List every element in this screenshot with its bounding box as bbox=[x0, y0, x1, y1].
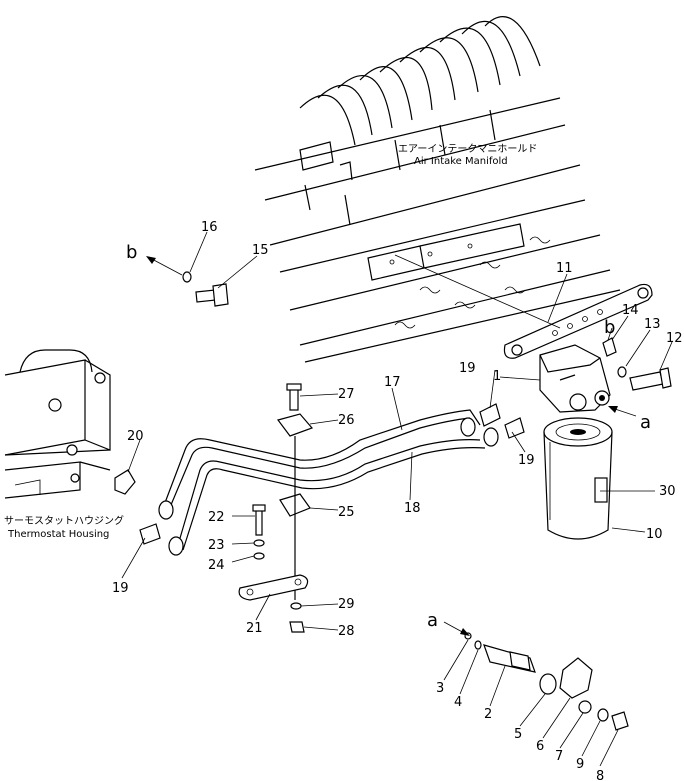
part-number: 25 bbox=[338, 505, 355, 520]
ref-b-left: b bbox=[126, 242, 137, 263]
part-number: 14 bbox=[622, 303, 639, 318]
leader-lines bbox=[121, 231, 673, 767]
ref-a-bottom: a bbox=[427, 610, 438, 631]
leader-bracket-to-manifold bbox=[394, 254, 561, 329]
part-number: 11 bbox=[556, 261, 573, 276]
part-number: 22 bbox=[208, 510, 225, 525]
connector-19-top bbox=[479, 403, 501, 427]
air-intake-manifold bbox=[254, 16, 621, 363]
part-number: 9 bbox=[576, 757, 584, 772]
part-number: 8 bbox=[596, 769, 604, 781]
part-number: 19 bbox=[112, 581, 129, 596]
ref-b-right: b bbox=[604, 317, 615, 338]
thermo-label-en: Thermostat Housing bbox=[7, 529, 109, 540]
part-number: 6 bbox=[536, 739, 544, 754]
connector-19-left bbox=[139, 523, 161, 545]
part-number: 24 bbox=[208, 558, 225, 573]
part-number: 26 bbox=[338, 413, 355, 428]
part-number: 5 bbox=[514, 727, 522, 742]
part-number: 7 bbox=[555, 749, 563, 764]
part-number: 21 bbox=[246, 621, 263, 636]
manifold-label-jp: エアーインテークマニホールド bbox=[398, 143, 537, 155]
thermostat-housing bbox=[4, 349, 111, 499]
part-number: 30 bbox=[659, 484, 676, 499]
ref-a-top: a bbox=[640, 412, 651, 433]
part-number: 28 bbox=[338, 624, 355, 639]
clamp-assembly bbox=[238, 383, 314, 633]
part-number: 20 bbox=[127, 429, 144, 444]
thermo-label-jp: サーモスタットハウジング bbox=[4, 514, 124, 527]
part-number: 17 bbox=[384, 375, 401, 390]
pipe-nuts bbox=[158, 417, 499, 556]
part-number: 19 bbox=[459, 361, 476, 376]
sensor-assembly bbox=[464, 632, 629, 731]
bolt-12 bbox=[629, 367, 672, 391]
part-number: 1 bbox=[493, 369, 501, 384]
part-number: 3 bbox=[436, 681, 444, 696]
connector-19-right bbox=[504, 417, 525, 439]
part-number: 18 bbox=[404, 501, 421, 516]
part-number: 2 bbox=[484, 707, 492, 722]
part-number: 27 bbox=[338, 387, 355, 402]
part-numbers: 1 2 3 4 5 6 7 8 9 10 11 12 13 14 15 16 1… bbox=[112, 220, 683, 781]
manifold-label-en: Air Intake Manifold bbox=[414, 156, 508, 167]
part-number: 23 bbox=[208, 538, 225, 553]
filter-bracket bbox=[503, 283, 653, 359]
part-number: 12 bbox=[666, 331, 683, 346]
clip-14 bbox=[602, 337, 617, 357]
filter-head bbox=[539, 344, 611, 413]
oil-pipes bbox=[162, 409, 486, 551]
part-number: 13 bbox=[644, 317, 661, 332]
bolt-15 bbox=[195, 283, 229, 307]
washer-16 bbox=[182, 271, 192, 283]
filter-cartridge bbox=[543, 417, 613, 540]
part-number: 29 bbox=[338, 597, 355, 612]
elbow-20 bbox=[114, 469, 136, 495]
part-number: 15 bbox=[252, 243, 269, 258]
washer-13 bbox=[617, 366, 627, 378]
part-number: 10 bbox=[646, 527, 663, 542]
part-number: 19 bbox=[518, 453, 535, 468]
part-number: 16 bbox=[201, 220, 218, 235]
part-number: 4 bbox=[454, 695, 462, 710]
